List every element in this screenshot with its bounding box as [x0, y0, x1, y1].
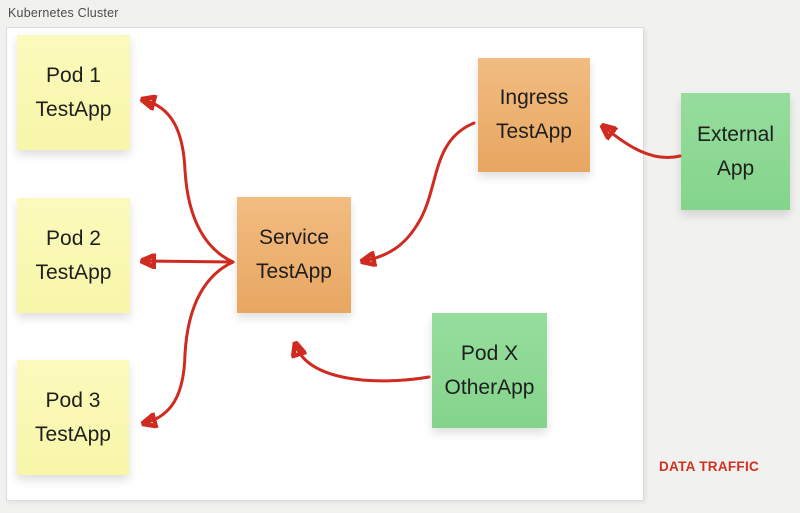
cluster-label: Kubernetes Cluster: [8, 6, 119, 20]
node-pod3-subtitle: TestApp: [35, 422, 111, 446]
node-service: Service TestApp: [237, 197, 351, 313]
node-pod2: Pod 2 TestApp: [17, 198, 130, 313]
node-external-app-title: External: [696, 122, 775, 146]
node-external-app-subtitle: App: [716, 156, 755, 180]
node-ingress-subtitle: TestApp: [496, 120, 572, 143]
node-pod1-title: Pod 1: [46, 63, 101, 87]
node-pod1: Pod 1 TestApp: [17, 35, 130, 150]
node-pod1-subtitle: TestApp: [35, 97, 112, 121]
node-podx-title: Pod X: [460, 341, 519, 365]
node-podx: Pod X OtherApp: [432, 313, 547, 428]
node-service-title: Service: [258, 226, 330, 249]
node-pod2-title: Pod 2: [46, 226, 101, 250]
node-pod2-subtitle: TestApp: [35, 260, 112, 284]
node-pod3: Pod 3 TestApp: [17, 360, 129, 475]
data-traffic-label: DATA TRAFFIC: [659, 459, 760, 474]
node-ingress: Ingress TestApp: [478, 58, 590, 172]
node-ingress-title: Ingress: [499, 86, 569, 109]
node-pod3-title: Pod 3: [45, 388, 101, 412]
node-service-subtitle: TestApp: [256, 260, 332, 283]
node-podx-subtitle: OtherApp: [444, 375, 535, 399]
node-external-app: External App: [681, 93, 790, 210]
